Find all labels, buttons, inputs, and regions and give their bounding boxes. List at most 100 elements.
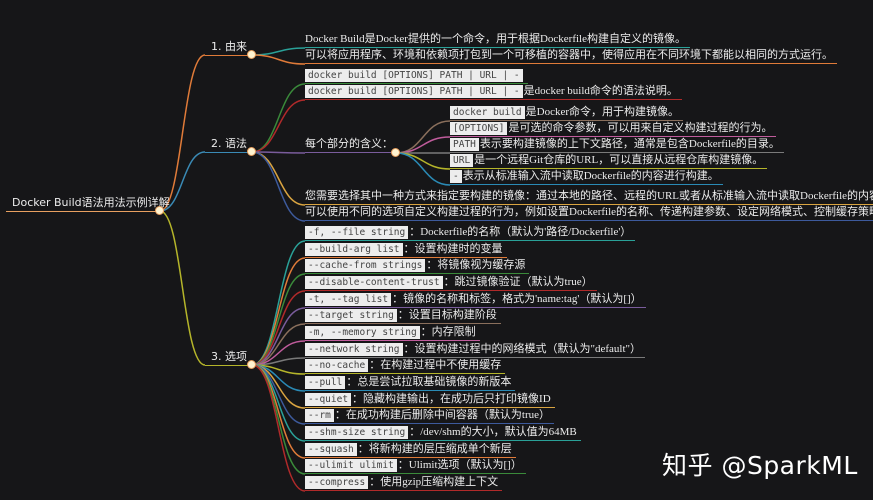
node-text: ：使用gzip压缩构建上下文 xyxy=(369,476,499,488)
leaf-node[interactable]: --disable-content-trust：跳过镜像验证（默认为true） xyxy=(305,274,597,291)
code-snippet: URL xyxy=(450,154,474,167)
code-snippet: -m, --memory string xyxy=(305,326,420,339)
leaf-node[interactable]: --network string：设置构建过程中的网络模式（默认为"defaul… xyxy=(305,341,646,358)
node-text: ：/dev/shm的大小，默认值为64MB xyxy=(409,426,577,438)
item-connector xyxy=(251,83,306,153)
node-text: ：镜像的名称和标签，格式为'name:tag'（默认为[]） xyxy=(392,293,642,305)
collapse-toggle[interactable] xyxy=(391,148,400,157)
code-snippet: docker build [OPTIONS] PATH | URL | - xyxy=(305,69,523,82)
node-text: 每个部分的含义： xyxy=(305,138,393,150)
code-snippet: -f, --file string xyxy=(305,226,409,239)
node-text: ：跳过镜像验证（默认为true） xyxy=(443,276,593,288)
node-text: ：在成功构建后删除中间容器（默认为true） xyxy=(334,409,550,421)
leaf-node[interactable]: --shm-size string：/dev/shm的大小，默认值为64MB xyxy=(305,424,581,441)
watermark: 知乎 @SparkML xyxy=(662,451,858,480)
code-snippet: [OPTIONS] xyxy=(450,122,508,135)
root-node[interactable]: Docker Build语法用法示例详解 xyxy=(6,195,170,212)
node-text: Docker Build是Docker提供的一个命令，用于根据Dockerfil… xyxy=(305,33,686,45)
leaf-node[interactable]: --ulimit ulimit：Ulimit选项（默认为[]） xyxy=(305,457,526,474)
node-text: ：设置构建时的变量 xyxy=(403,243,503,255)
sub-item-connector xyxy=(395,136,451,154)
node-text: 表示从标准输入流中读取Dockerfile的内容进行构建。 xyxy=(462,170,719,182)
leaf-node[interactable]: --quiet：隐藏构建输出，在成功后只打印镜像ID xyxy=(305,391,555,408)
leaf-node[interactable]: Docker Build是Docker提供的一个命令，用于根据Dockerfil… xyxy=(305,31,690,48)
leaf-node[interactable]: --rm：在成功构建后删除中间容器（默认为true） xyxy=(305,407,554,424)
item-connector xyxy=(251,257,306,366)
node-text: ：在构建过程中不使用缓存 xyxy=(369,359,502,371)
item-connector xyxy=(251,273,306,366)
code-snippet: --network string xyxy=(305,343,403,356)
code-snippet: docker build xyxy=(450,106,525,119)
leaf-node[interactable]: -m, --memory string：内存限制 xyxy=(305,324,480,341)
item-connector xyxy=(251,364,306,475)
code-snippet: --build-arg list xyxy=(305,243,403,256)
code-snippet: --shm-size string xyxy=(305,426,409,439)
node-text: 可以将应用程序、环境和依赖项打包到一个可移植的容器中，使得应用在不同环境下都能以… xyxy=(305,49,833,61)
branch-node[interactable]: 2. 语法 xyxy=(205,136,251,153)
node-text: ：设置目标构建阶段 xyxy=(397,309,497,321)
item-connector xyxy=(251,364,306,492)
code-snippet: PATH xyxy=(450,138,479,151)
item-connector xyxy=(251,240,306,366)
code-snippet: docker build [OPTIONS] PATH | URL | - xyxy=(305,85,523,98)
sub-item-connector xyxy=(395,152,451,186)
collapse-toggle[interactable] xyxy=(247,147,256,156)
leaf-node[interactable]: -f, --file string：Dockerfile的名称（默认为'路径/D… xyxy=(305,224,636,241)
branch-connector xyxy=(159,151,206,212)
node-text: 表示要构建镜像的上下文路径，通常是包含Dockerfile的目录。 xyxy=(479,138,780,150)
node-text: ：隐藏构建输出，在成功后只打印镜像ID xyxy=(352,393,551,405)
code-snippet: --ulimit ulimit xyxy=(305,459,397,472)
code-snippet: --cache-from strings xyxy=(305,259,426,272)
leaf-node[interactable]: --build-arg list：设置构建时的变量 xyxy=(305,241,507,258)
leaf-node[interactable]: -表示从标准输入流中读取Dockerfile的内容进行构建。 xyxy=(450,168,723,185)
sub-item-connector xyxy=(395,152,451,170)
branch-node[interactable]: 1. 由来 xyxy=(205,39,251,56)
branch-connector xyxy=(159,210,206,366)
code-snippet: --quiet xyxy=(305,393,352,406)
leaf-node[interactable]: -t, --tag list：镜像的名称和标签，格式为'name:tag'（默认… xyxy=(305,291,646,308)
leaf-node[interactable]: --target string：设置目标构建阶段 xyxy=(305,307,501,324)
node-text: ：Ulimit选项（默认为[]） xyxy=(397,459,522,471)
code-snippet: --disable-content-trust xyxy=(305,276,443,289)
code-snippet: --pull xyxy=(305,376,346,389)
code-snippet: --rm xyxy=(305,409,334,422)
leaf-node[interactable]: 可以将应用程序、环境和依赖项打包到一个可移植的容器中，使得应用在不同环境下都能以… xyxy=(305,47,837,64)
collapse-toggle[interactable] xyxy=(247,360,256,369)
item-connector xyxy=(251,54,306,65)
sub-branch-node[interactable]: 每个部分的含义： xyxy=(305,136,397,153)
leaf-node[interactable]: docker build [OPTIONS] PATH | URL | - xyxy=(305,67,528,84)
code-snippet: -t, --tag list xyxy=(305,293,392,306)
leaf-node[interactable]: [OPTIONS]是可选的命令参数，可以用来自定义构建过程的行为。 xyxy=(450,120,777,137)
node-text: ：Dockerfile的名称（默认为'路径/Dockerfile'） xyxy=(409,226,632,238)
collapse-toggle[interactable] xyxy=(155,206,164,215)
leaf-node[interactable]: --compress：使用gzip压缩构建上下文 xyxy=(305,474,503,491)
branch-node[interactable]: 3. 选项 xyxy=(205,349,251,366)
leaf-node[interactable]: 可以使用不同的选项自定义构建过程的行为，例如设置Dockerfile的名称、传递… xyxy=(305,204,873,221)
node-text: 是Docker命令，用于构建镜像。 xyxy=(525,106,680,118)
leaf-node[interactable]: --squash：将新构建的层压缩成单个新层 xyxy=(305,441,516,458)
leaf-node[interactable]: --cache-from strings：将镜像视为缓存源 xyxy=(305,257,530,274)
item-connector xyxy=(251,151,306,154)
item-connector xyxy=(251,47,306,56)
item-connector xyxy=(251,151,306,206)
node-text: 可以使用不同的选项自定义构建过程的行为，例如设置Dockerfile的名称、传递… xyxy=(305,206,873,218)
node-text: ：内存限制 xyxy=(420,326,476,338)
node-text: 是可选的命令参数，可以用来自定义构建过程的行为。 xyxy=(508,122,773,134)
leaf-node[interactable]: --pull：总是尝试拉取基础镜像的新版本 xyxy=(305,374,516,391)
code-snippet: - xyxy=(450,170,462,183)
code-snippet: --compress xyxy=(305,476,369,489)
node-text: 是一个远程Git仓库的URL，可以直接从远程仓库构建镜像。 xyxy=(474,154,764,166)
node-text: ：将新构建的层压缩成单个新层 xyxy=(357,443,512,455)
branch-connector xyxy=(159,54,206,212)
leaf-node[interactable]: --no-cache：在构建过程中不使用缓存 xyxy=(305,357,506,374)
node-text: 是docker build命令的语法说明。 xyxy=(523,85,678,97)
leaf-node[interactable]: 您需要选择其中一种方式来指定要构建的镜像：通过本地的路径、远程的URL或者从标准… xyxy=(305,188,873,205)
collapse-toggle[interactable] xyxy=(247,50,256,59)
node-text: ：将镜像视为缓存源 xyxy=(426,259,526,271)
code-snippet: --no-cache xyxy=(305,359,369,372)
code-snippet: --target string xyxy=(305,309,397,322)
leaf-node[interactable]: docker build [OPTIONS] PATH | URL | -是do… xyxy=(305,83,682,100)
